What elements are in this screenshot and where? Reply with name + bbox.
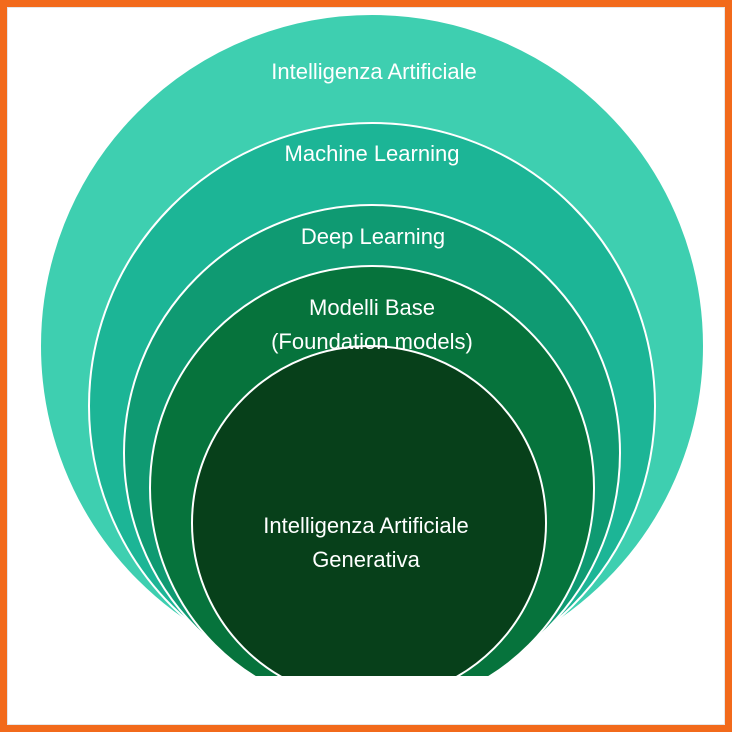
label-foundation-models-line2: (Foundation models) <box>271 329 473 354</box>
label-artificial-intelligence: Intelligenza Artificiale <box>271 59 476 84</box>
circle-generative-ai <box>191 345 547 676</box>
label-deep-learning: Deep Learning <box>301 224 445 249</box>
label-generative-ai-line2: Generativa <box>312 547 420 572</box>
label-generative-ai-line1: Intelligenza Artificiale <box>263 513 468 538</box>
label-machine-learning: Machine Learning <box>285 141 460 166</box>
label-foundation-models-line1: Modelli Base <box>309 295 435 320</box>
frame-inner-edge <box>7 7 725 725</box>
